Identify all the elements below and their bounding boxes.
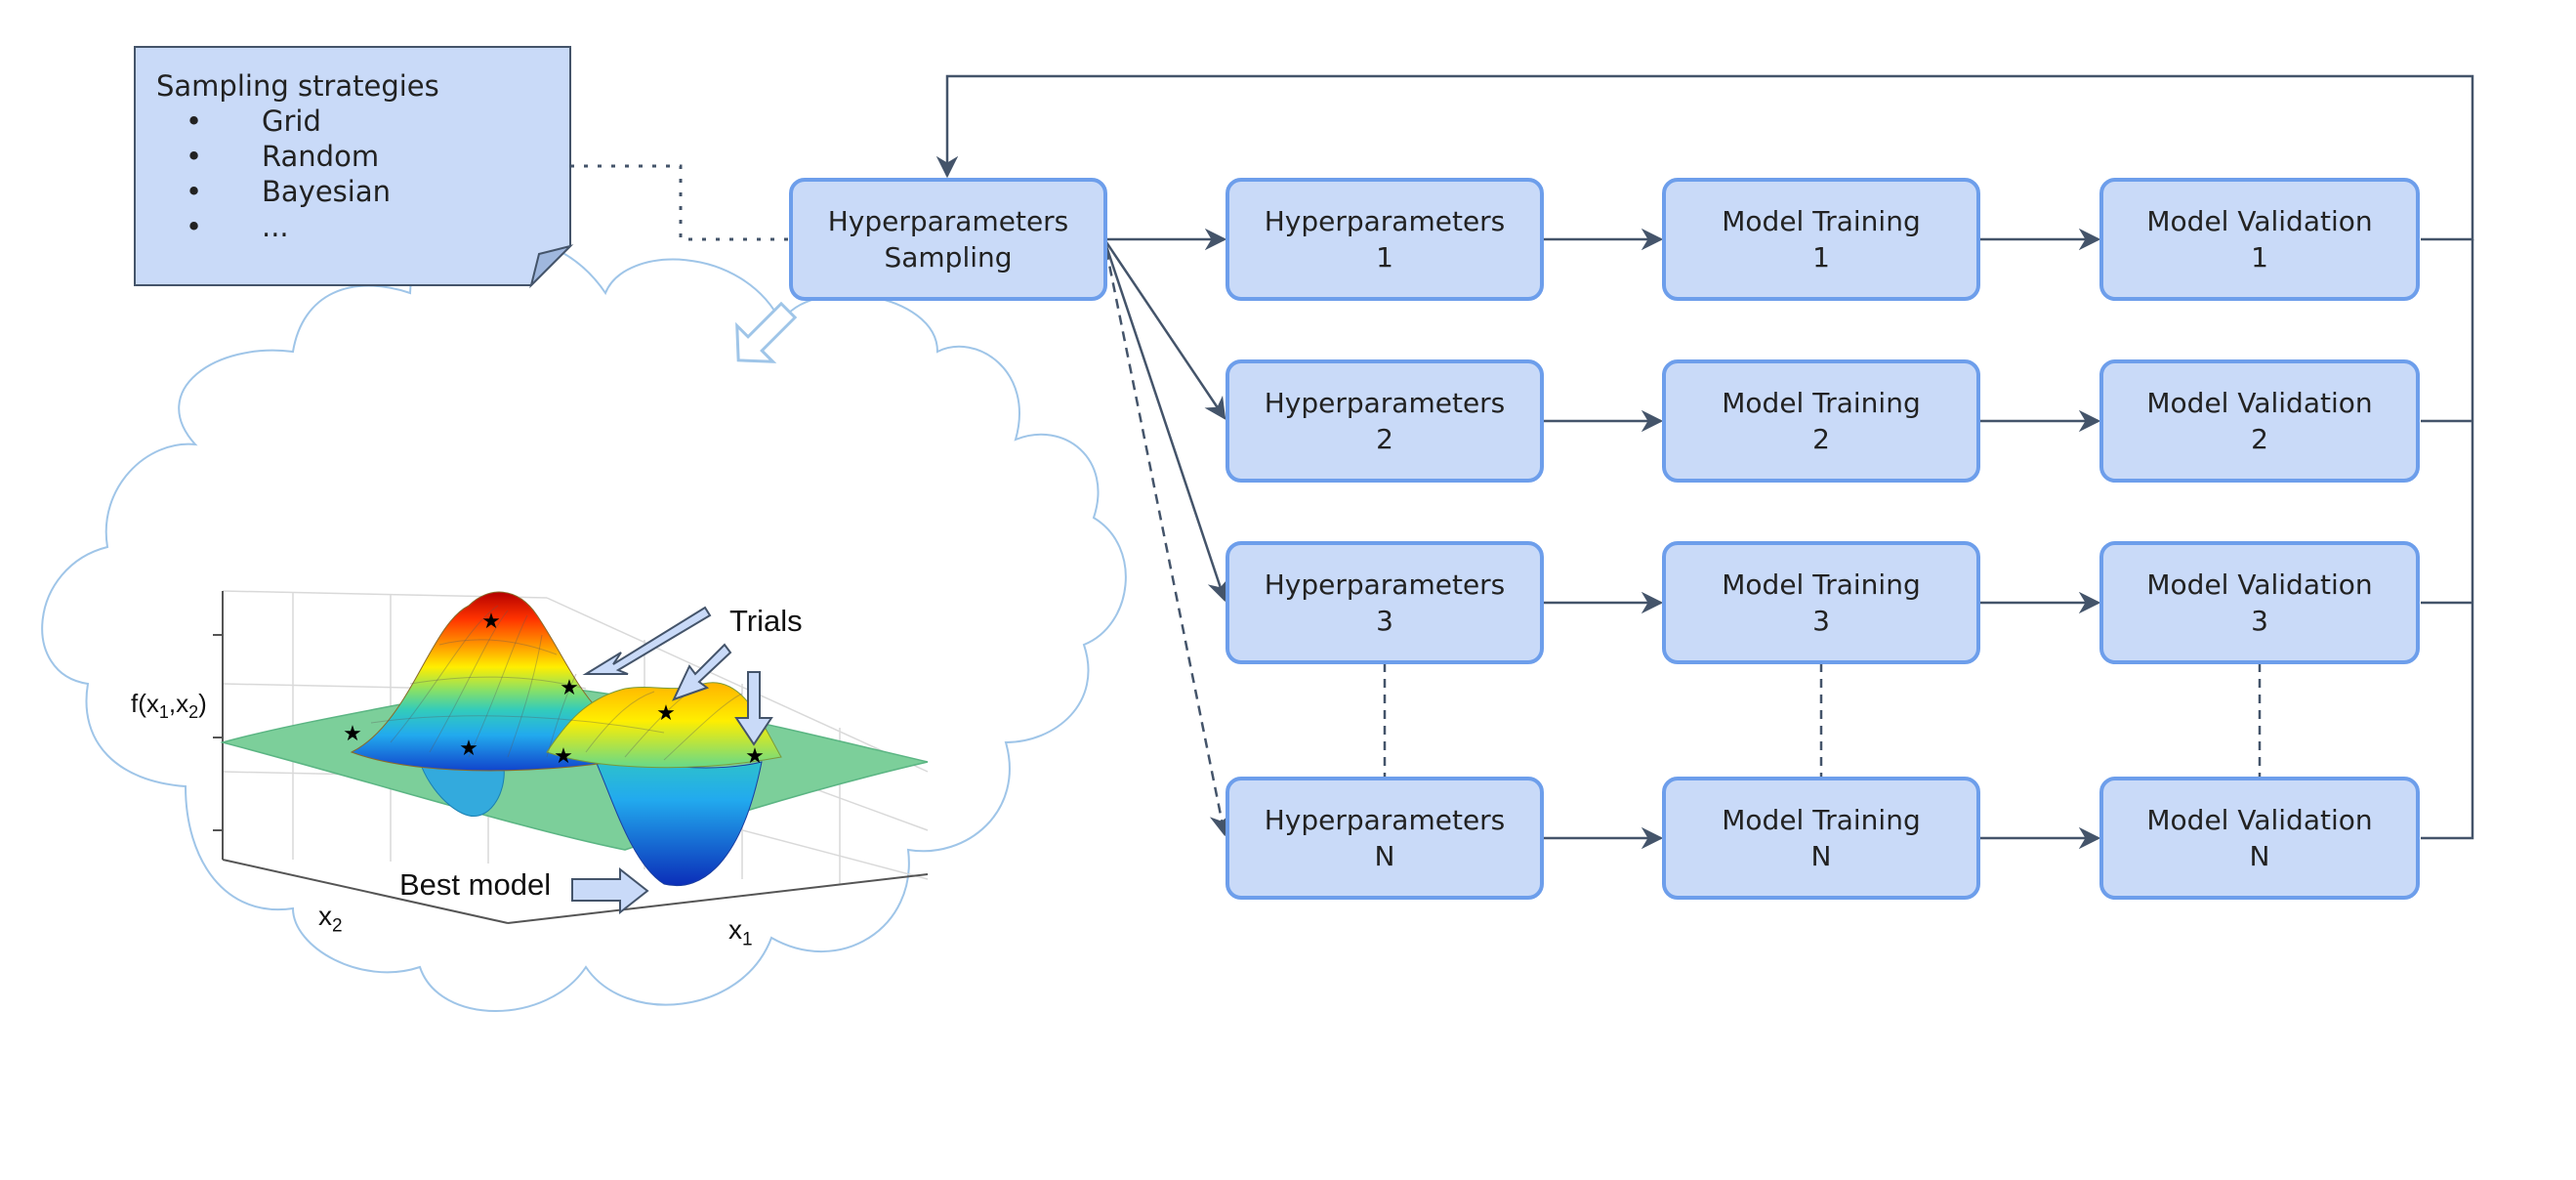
best-model-annotation: Best model <box>399 867 552 902</box>
trial-star: ★ <box>745 744 765 769</box>
hyperparameters-box-3: Hyperparameters 3 <box>1226 541 1544 664</box>
fanout-arrows <box>1104 228 1232 837</box>
plot-axes <box>213 591 929 924</box>
hp-label: Hyperparameters <box>1264 804 1506 836</box>
trial-star: ★ <box>343 722 362 746</box>
bullet-icon: • <box>186 175 203 208</box>
val-label: Model Validation <box>2146 569 2373 601</box>
model-validation-box-2: Model Validation 2 <box>2099 359 2420 483</box>
hp-index: 1 <box>1376 241 1393 274</box>
trials-annotation: Trials <box>729 604 803 638</box>
hyperparameters-box-2: Hyperparameters 2 <box>1226 359 1544 483</box>
surface-plot: ★ ★ ★ ★ ★ ★ ★ <box>213 590 929 924</box>
sampling-note-shape <box>134 46 574 289</box>
train-index: N <box>1810 840 1832 872</box>
hyperparameters-box-1: Hyperparameters 1 <box>1226 178 1544 301</box>
val-index: 2 <box>2251 423 2268 455</box>
hp-index: 3 <box>1376 605 1393 637</box>
trial-star: ★ <box>656 701 676 726</box>
hp-index: 2 <box>1376 423 1393 455</box>
model-validation-box-n: Model Validation N <box>2099 777 2420 900</box>
train-index: 2 <box>1812 423 1830 455</box>
train-index: 1 <box>1812 241 1830 274</box>
trial-stars: ★ ★ ★ ★ ★ ★ ★ <box>343 610 765 769</box>
trial-star: ★ <box>554 744 573 769</box>
strategy-item-more: •... <box>156 209 439 244</box>
trials-arrows <box>582 606 773 746</box>
cloud-outline <box>41 232 1127 1012</box>
model-validation-box-3: Model Validation 3 <box>2099 541 2420 664</box>
sampling-strategies-note: Sampling strategies •Grid •Random •Bayes… <box>156 68 439 244</box>
strategy-item-grid: •Grid <box>156 104 439 139</box>
train-index: 3 <box>1812 605 1830 637</box>
trial-star: ★ <box>560 676 579 700</box>
val-label: Model Validation <box>2146 205 2373 237</box>
model-training-box-1: Model Training 1 <box>1662 178 1980 301</box>
best-model-arrow <box>571 866 649 915</box>
hp-label: Hyperparameters <box>1264 387 1506 419</box>
note-connector-dotted <box>570 164 789 241</box>
feedback-loop-connector <box>935 74 2474 241</box>
val-index: 1 <box>2251 241 2268 274</box>
model-training-box-3: Model Training 3 <box>1662 541 1980 664</box>
hp-label: Hyperparameters <box>1264 569 1506 601</box>
sampler-label-line2: Sampling <box>884 241 1013 274</box>
trial-star: ★ <box>481 610 501 634</box>
strategy-item-bayesian: •Bayesian <box>156 174 439 209</box>
plot-x1-axis-label: x1 <box>728 914 753 950</box>
val-index: 3 <box>2251 605 2268 637</box>
plot-y-axis-label: f(x1,x2) <box>131 689 207 723</box>
hp-label: Hyperparameters <box>1264 205 1506 237</box>
trial-star: ★ <box>459 737 478 761</box>
strategy-item-random: •Random <box>156 139 439 174</box>
sampler-label-line1: Hyperparameters <box>827 205 1069 237</box>
hyperparameters-sampling-box: Hyperparameters Sampling <box>789 178 1107 301</box>
plot-x2-axis-label: x2 <box>318 901 343 937</box>
train-label: Model Training <box>1722 205 1921 237</box>
row-arrows <box>1543 228 2101 850</box>
validation-collector-line <box>2421 239 2474 840</box>
surface-dip-small <box>419 761 505 817</box>
surface-mesh <box>370 605 743 761</box>
note-title: Sampling strategies <box>156 69 439 103</box>
val-label: Model Validation <box>2146 804 2373 836</box>
val-label: Model Validation <box>2146 387 2373 419</box>
train-label: Model Training <box>1722 804 1921 836</box>
hyperparameters-box-n: Hyperparameters N <box>1226 777 1544 900</box>
model-training-box-n: Model Training N <box>1662 777 1980 900</box>
val-index: N <box>2249 840 2270 872</box>
hp-index: N <box>1374 840 1395 872</box>
train-label: Model Training <box>1722 569 1921 601</box>
train-label: Model Training <box>1722 387 1921 419</box>
surface-peak-secondary <box>546 682 782 769</box>
bullet-icon: • <box>186 140 203 173</box>
bullet-icon: • <box>186 210 203 243</box>
strategy-list: •Grid •Random •Bayesian •... <box>156 104 439 244</box>
bullet-icon: • <box>186 105 203 138</box>
hollow-arrow-to-cloud <box>735 301 798 363</box>
model-validation-box-1: Model Validation 1 <box>2099 178 2420 301</box>
model-training-box-2: Model Training 2 <box>1662 359 1980 483</box>
ellipsis-dashed-lines <box>1383 663 2262 777</box>
